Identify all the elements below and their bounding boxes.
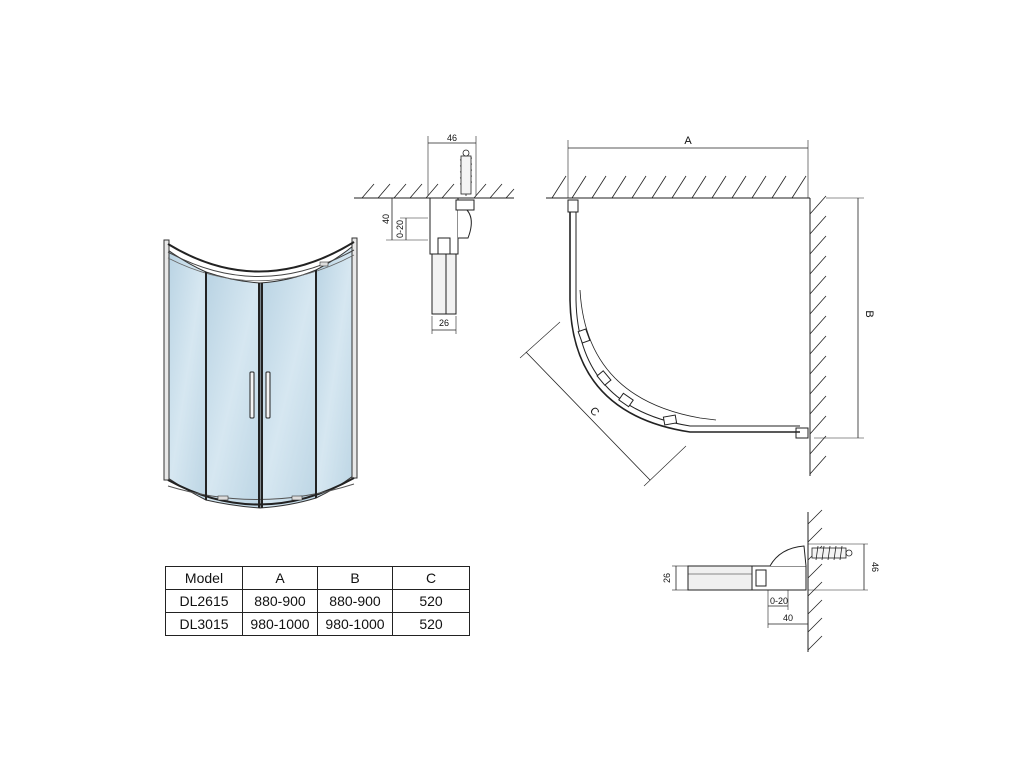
table-cell: 880-900 <box>242 589 318 613</box>
plan-curved-track <box>569 212 800 433</box>
wall-hatching-plan-top <box>551 175 807 199</box>
dim-label-top-height: 40 <box>381 214 391 224</box>
side-profile-body <box>687 565 761 591</box>
anchor-screw-icon <box>459 149 473 196</box>
dim-label-side-adjust: 0-20 <box>770 596 788 606</box>
door-handle-right <box>265 371 271 419</box>
table-header-cell: Model <box>165 566 243 590</box>
glass-panel-right <box>315 244 354 499</box>
plan-view <box>519 140 864 487</box>
table-cell: 880-900 <box>317 589 393 613</box>
table-header-cell: B <box>317 566 393 590</box>
table-cell: 520 <box>392 589 470 613</box>
dim-label-side-left: 26 <box>662 573 672 583</box>
dim-label-a: A <box>684 135 692 147</box>
dim-line-c <box>525 351 651 481</box>
table-cell: DL3015 <box>165 612 243 636</box>
left-wall-profile <box>163 239 170 481</box>
right-wall-profile <box>351 237 358 479</box>
dim-label-b: B <box>863 310 875 317</box>
dim-label-top-adjust: 0-20 <box>395 220 405 238</box>
wall-hatching-top <box>361 183 515 199</box>
table-header-cell: A <box>242 566 318 590</box>
dimensions-table: Model A B C DL2615 880-900 880-900 520 D… <box>165 566 470 636</box>
table-header-row: Model A B C <box>165 566 470 590</box>
door-handle-left <box>249 371 255 419</box>
table-cell: 980-1000 <box>242 612 318 636</box>
anchor-screw-side-icon <box>811 545 853 561</box>
side-profile-detail <box>672 509 868 652</box>
dim-label-top-width: 46 <box>447 133 457 143</box>
wall-hatching-plan-right <box>809 195 827 475</box>
dim-label-top-bottom: 26 <box>439 318 449 328</box>
dim-label-side-right: 46 <box>870 562 880 572</box>
table-cell: 520 <box>392 612 470 636</box>
table-cell: 980-1000 <box>317 612 393 636</box>
top-rail <box>167 241 355 273</box>
wall-hatching-side <box>807 509 823 651</box>
table-row: DL3015 980-1000 980-1000 520 <box>165 612 470 636</box>
enclosure-perspective <box>163 237 358 509</box>
dim-label-side-depth: 40 <box>783 613 793 623</box>
bottom-rail <box>167 477 355 506</box>
table-header-cell: C <box>392 566 470 590</box>
table-cell: DL2615 <box>165 589 243 613</box>
top-profile-detail <box>354 136 515 334</box>
table-row: DL2615 880-900 880-900 520 <box>165 589 470 613</box>
glass-panel-left <box>167 249 207 501</box>
